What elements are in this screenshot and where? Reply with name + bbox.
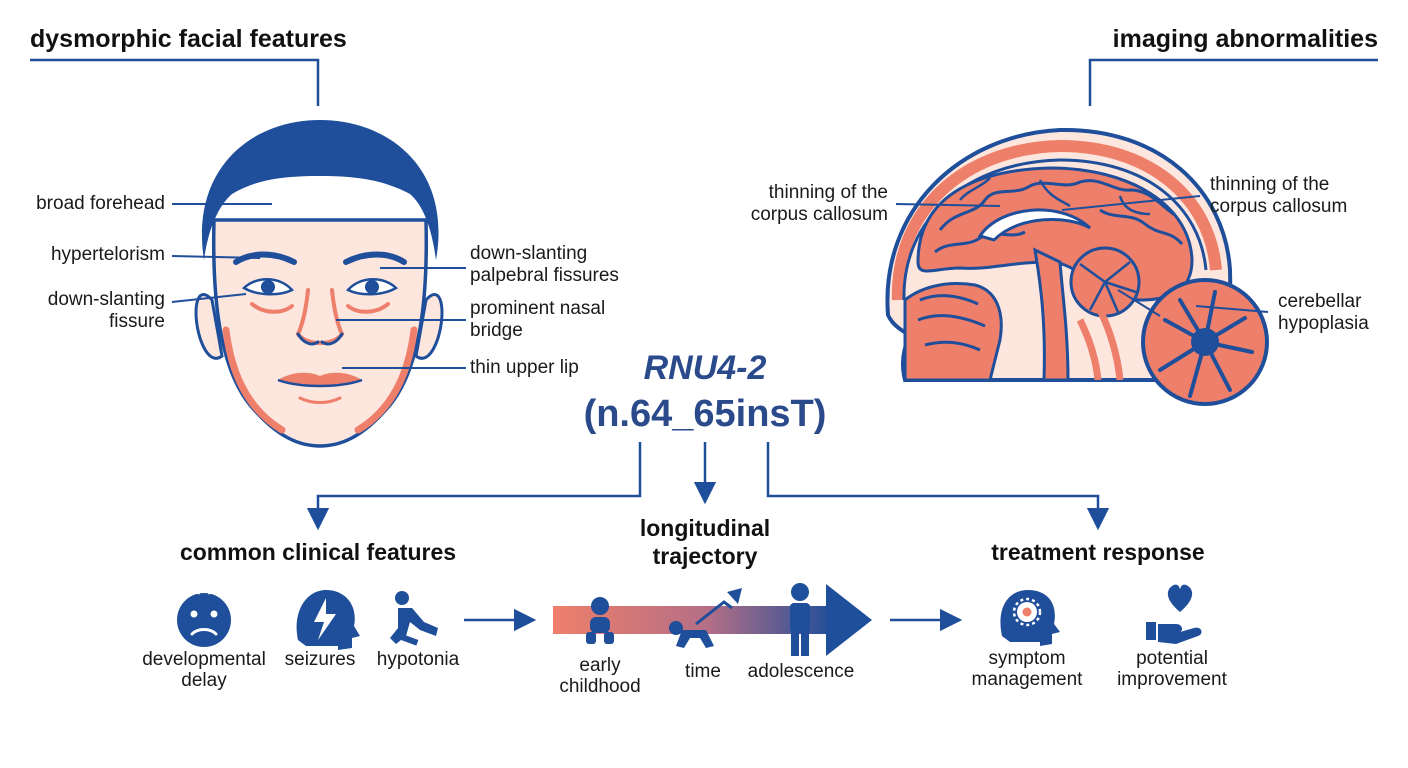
trajectory-stage-label-time: time [685, 661, 721, 682]
treatment-item-label-line2-b: improvement [1117, 669, 1227, 690]
crawling-child-icon [669, 621, 714, 648]
falling-person-icon [390, 591, 438, 646]
label-fissure-line2: fissure [109, 311, 165, 332]
imaging-leader-lines [895, 195, 1269, 313]
infant-icon [586, 597, 614, 644]
label-cc-left-line1: thinning of the [768, 182, 888, 203]
brain-sagittal-illustration [885, 127, 1269, 406]
gene-variant: (n.64_65insT) [583, 393, 827, 435]
trajectory-stage-label-line1: early [579, 655, 621, 676]
trajectory-heading-line2: trajectory [652, 543, 758, 569]
gene-connector-arrows [306, 442, 1110, 531]
face-heading: dysmorphic facial features [30, 25, 347, 53]
treatment-item-label-line1: symptom [988, 648, 1066, 669]
imaging-heading-bracket [1088, 58, 1378, 106]
label-thin-upper-lip: thin upper lip [470, 357, 579, 378]
imaging-heading: imaging abnormalities [1112, 25, 1378, 53]
label-palpebral-line2: palpebral fissures [470, 265, 619, 286]
brain-gear-icon [1000, 590, 1060, 646]
clinical-item-label-line2: delay [181, 670, 227, 691]
label-cc-right-line1: thinning of the [1210, 174, 1330, 195]
standing-person-icon [790, 583, 810, 656]
head-lightning-icon [296, 590, 360, 650]
label-nasal-line1: prominent nasal [470, 298, 606, 319]
label-cc-left-line2: corpus callosum [750, 204, 888, 225]
label-palpebral-line1: down-slanting [470, 243, 588, 264]
label-cerebellar-line1: cerebellar [1278, 291, 1362, 312]
label-cc-right-line2: corpus callosum [1210, 196, 1348, 217]
label-hypertelorism: hypertelorism [50, 244, 165, 265]
face-heading-bracket [30, 58, 320, 106]
label-nasal-line2: bridge [470, 320, 523, 341]
clinical-item-label-seizures: seizures [284, 649, 356, 670]
face-leader-lines [171, 203, 466, 369]
trajectory-stage-label-line2: childhood [559, 676, 641, 697]
gene-name: RNU4-2 [643, 349, 767, 387]
treatment-heading: treatment response [991, 539, 1205, 565]
label-broad-forehead: broad forehead [36, 193, 165, 214]
treatment-item-label-line2: management [971, 669, 1083, 690]
face-illustration [194, 120, 444, 448]
clinical-item-label-line1: developmental [142, 649, 266, 670]
label-fissure-line1: down-slanting [47, 289, 165, 310]
treatment-item-label-line1-b: potential [1136, 648, 1208, 669]
label-cerebellar-line2: hypoplasia [1278, 313, 1369, 334]
clinical-item-label-hypotonia: hypotonia [376, 649, 460, 670]
trajectory-heading-line1: longitudinal [639, 515, 771, 541]
clinical-heading: common clinical features [179, 539, 457, 565]
heart-hand-icon [1146, 584, 1202, 644]
trajectory-stage-label-adolescence: adolescence [747, 661, 855, 682]
baby-face-icon [177, 588, 231, 647]
growth-arrow-icon [695, 588, 742, 626]
